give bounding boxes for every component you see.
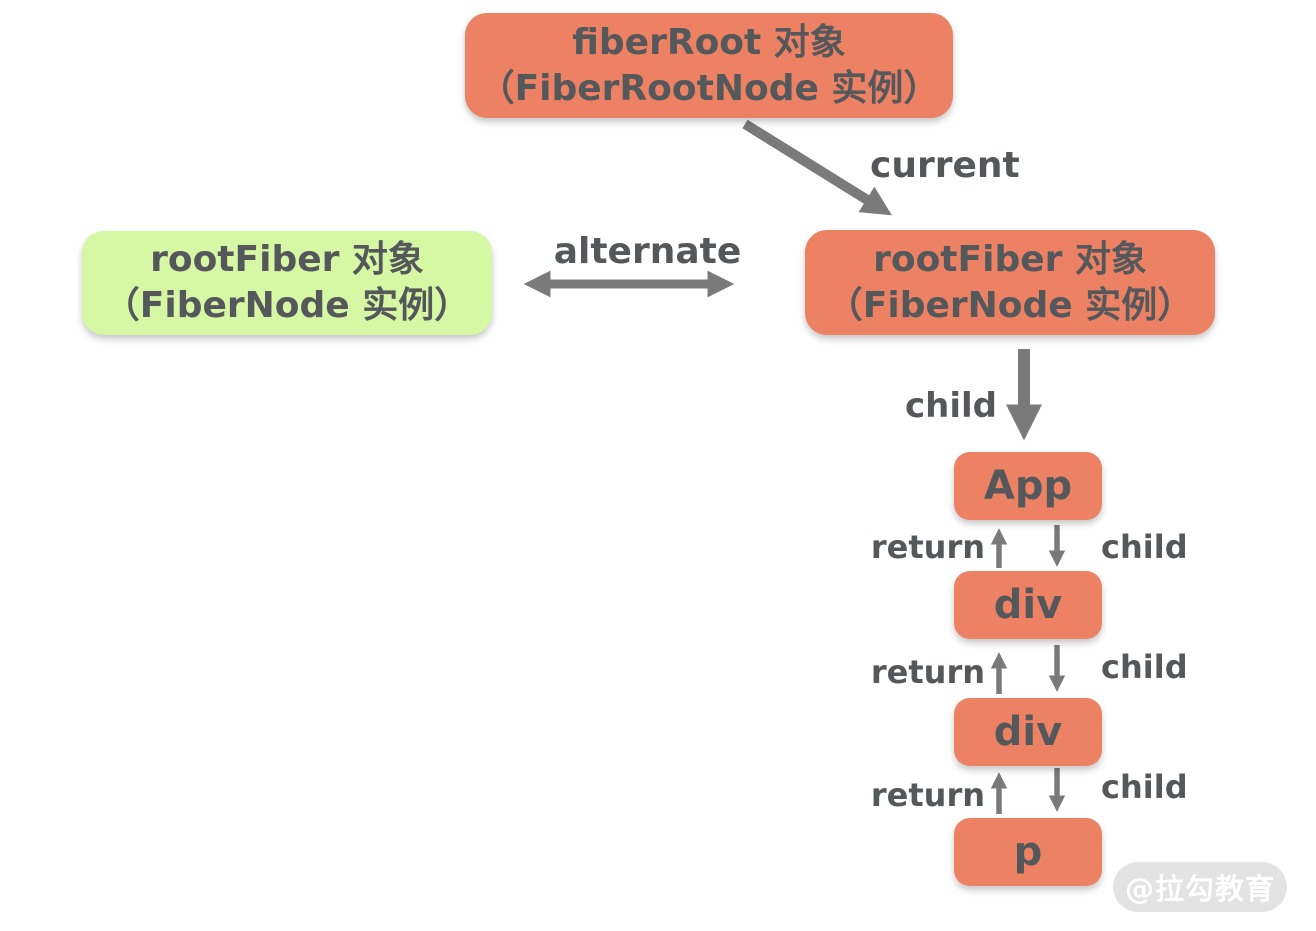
tree-node-div-2: div [954, 698, 1102, 766]
current-edge-label: current [870, 145, 1020, 186]
tree-node-p: p [954, 818, 1102, 886]
fiber-root-line1: fiberRoot 对象 [572, 21, 846, 63]
root-fiber-current-box: rootFiber 对象 （FiberNode 实例） [805, 230, 1215, 335]
root-fiber-cur-line2: （FiberNode 实例） [826, 284, 1194, 326]
current-arrow [742, 119, 892, 216]
return-label-2: return [870, 653, 985, 691]
root-fiber-alt-line2: （FiberNode 实例） [103, 285, 471, 326]
alternate-edge-label: alternate [553, 231, 742, 272]
fiber-root-line2: （FiberRootNode 实例） [478, 67, 940, 109]
child-label-1: child [1101, 528, 1188, 566]
lagou-watermark-badge: @拉勾教育 [1113, 862, 1287, 912]
root-fiber-cur-line1: rootFiber 对象 [873, 238, 1147, 280]
return-label-1: return [870, 528, 985, 566]
child-label-2: child [1101, 648, 1188, 686]
tree-node-app: App [954, 452, 1102, 520]
root-fiber-alternate-box: rootFiber 对象 （FiberNode 实例） [82, 231, 492, 335]
fiber-root-node-box: fiberRoot 对象 （FiberRootNode 实例） [465, 13, 953, 118]
child-edge-label-root: child [904, 386, 997, 426]
child-label-3: child [1101, 768, 1188, 806]
tree-node-div-1: div [954, 571, 1102, 639]
root-fiber-alt-line1: rootFiber 对象 [150, 239, 424, 280]
return-label-3: return [870, 776, 985, 814]
